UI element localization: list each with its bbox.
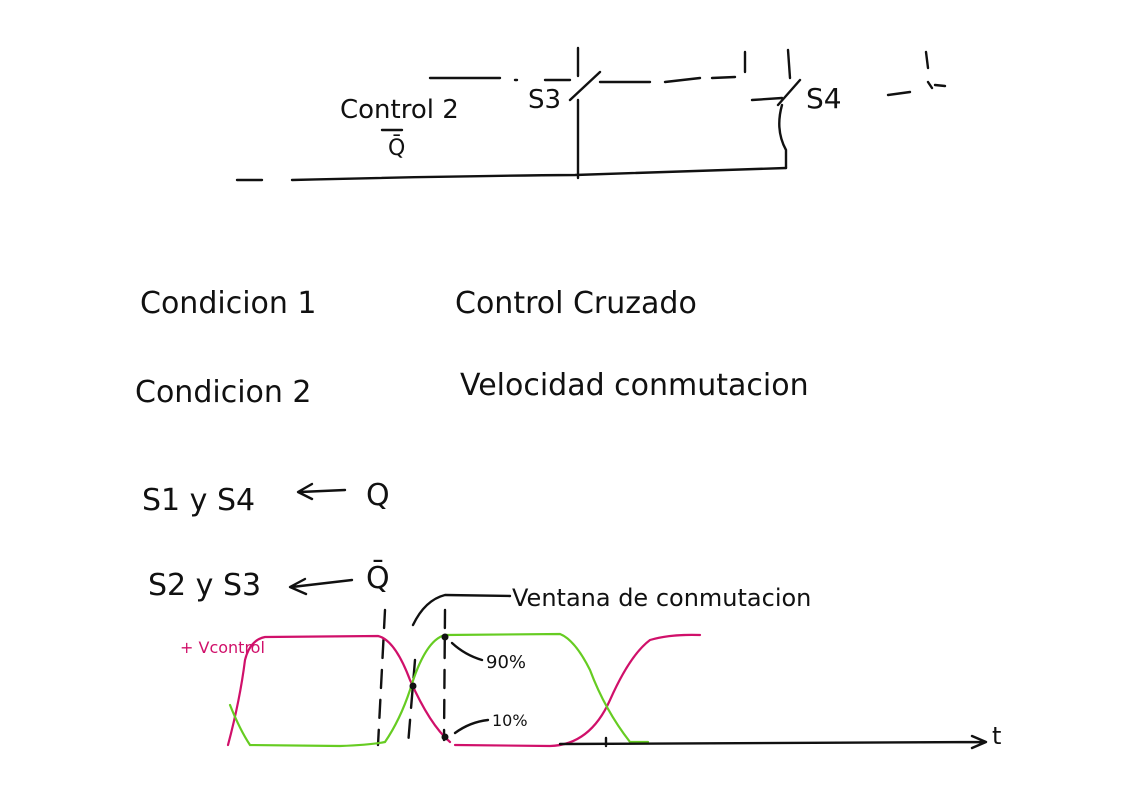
condition-2-label: Condicion 2 xyxy=(135,375,312,410)
signal-qbar-trace xyxy=(228,632,650,748)
window-label: Ventana de conmutacion xyxy=(512,584,811,612)
point-90 xyxy=(441,633,449,641)
assignment-1-signal: Q xyxy=(366,478,390,513)
condition-1-label: Condicion 1 xyxy=(140,286,317,321)
arrow-left-icon xyxy=(296,482,347,501)
time-axis-label: t xyxy=(992,722,1001,750)
window-boundary-mid xyxy=(442,608,447,742)
point-crossing xyxy=(409,682,417,690)
switch-s3-label: S3 xyxy=(528,85,561,115)
switch-assignments: S1 y S4 Q S2 y S3 Q̄ xyxy=(142,478,390,603)
window-boundary-right xyxy=(406,658,417,747)
window-boundary-left xyxy=(376,608,387,747)
switching-waveform: Ventana de conmutacion + Vcontrol 90% 10… xyxy=(180,584,1001,750)
arrow-left-icon xyxy=(288,577,354,596)
window-pointer xyxy=(411,593,512,627)
assignment-1-switches: S1 y S4 xyxy=(142,483,255,518)
vcontrol-label: + Vcontrol xyxy=(180,638,265,657)
point-10 xyxy=(441,733,449,741)
condition-2-value: Velocidad conmutacion xyxy=(460,368,809,403)
switch-s4-label: S4 xyxy=(806,82,842,115)
level-90-label: 90% xyxy=(486,652,526,673)
condition-1-value: Control Cruzado xyxy=(455,286,697,321)
signal-q-trace xyxy=(226,633,702,748)
switch-circuit: Control 2 Q̄ S3 S4 xyxy=(235,46,947,182)
assignment-2-signal: Q̄ xyxy=(366,560,390,596)
control-label: Control 2 xyxy=(340,95,459,125)
control-signal: Q̄ xyxy=(388,135,405,161)
assignment-2-switches: S2 y S3 xyxy=(148,568,261,603)
level-10-label: 10% xyxy=(492,711,528,730)
time-axis xyxy=(558,734,988,750)
conditions: Condicion 1 Control Cruzado Condicion 2 … xyxy=(135,286,809,410)
